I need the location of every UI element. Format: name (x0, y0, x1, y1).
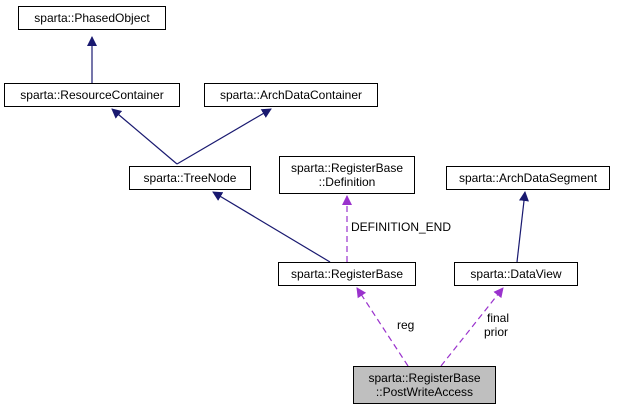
node-resource-container-label: sparta::ResourceContainer (20, 88, 164, 102)
node-resource-container[interactable]: sparta::ResourceContainer (4, 83, 180, 107)
node-phased-object[interactable]: sparta::PhasedObject (18, 6, 166, 30)
edge-post-write-access-to-register-base (356, 287, 409, 367)
node-phased-object-label: sparta::PhasedObject (34, 11, 150, 25)
node-arch-data-container[interactable]: sparta::ArchDataContainer (204, 83, 378, 107)
node-register-base-label: sparta::RegisterBase (290, 267, 404, 281)
edge-post-write-access-to-data-view (440, 287, 504, 367)
node-tree-node[interactable]: sparta::TreeNode (129, 166, 251, 190)
edge-data-view-to-arch-data-segment (516, 191, 529, 263)
node-post-write-access-line2: ::PostWriteAccess (375, 385, 474, 399)
node-arch-data-segment[interactable]: sparta::ArchDataSegment (446, 166, 610, 190)
edge-label-reg: reg (397, 318, 415, 332)
edge-label-prior: prior (484, 325, 509, 339)
edge-register-base-to-tree-node (212, 191, 331, 263)
edge-tree-node-to-resource-container (111, 108, 178, 165)
edge-label-definition-end: DEFINITION_END (351, 220, 452, 234)
node-data-view-label: sparta::DataView (470, 267, 562, 281)
node-arch-data-segment-label: sparta::ArchDataSegment (458, 171, 598, 185)
node-register-base[interactable]: sparta::RegisterBase (278, 262, 416, 286)
node-register-base-definition-line1: sparta::RegisterBase (290, 161, 404, 175)
edge-label-final: final (487, 311, 510, 325)
node-data-view[interactable]: sparta::DataView (454, 262, 578, 286)
node-post-write-access[interactable]: sparta::RegisterBase ::PostWriteAccess (353, 366, 496, 404)
edge-tree-node-to-arch-data-container (176, 108, 272, 165)
node-register-base-definition-line2: ::Definition (318, 175, 376, 189)
node-arch-data-container-label: sparta::ArchDataContainer (219, 88, 363, 102)
node-tree-node-label: sparta::TreeNode (143, 171, 237, 185)
node-post-write-access-line1: sparta::RegisterBase (368, 371, 481, 385)
node-register-base-definition[interactable]: sparta::RegisterBase ::Definition (279, 156, 415, 194)
